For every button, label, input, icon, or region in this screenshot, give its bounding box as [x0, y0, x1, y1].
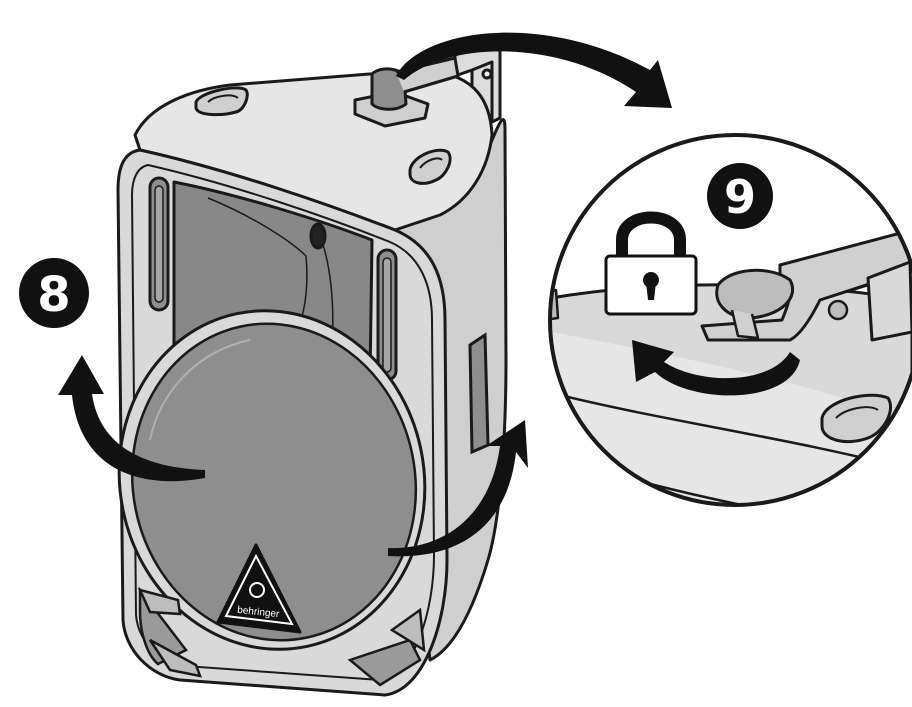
port-right: [378, 250, 396, 380]
step-9-number: 9: [724, 170, 756, 224]
port-left: [150, 178, 168, 310]
step-8-number: 8: [37, 267, 70, 323]
detail-inset: 9: [540, 135, 912, 540]
step-8-badge: 8: [19, 258, 89, 328]
step-9-badge: 9: [707, 163, 773, 229]
side-handle: [470, 335, 488, 452]
